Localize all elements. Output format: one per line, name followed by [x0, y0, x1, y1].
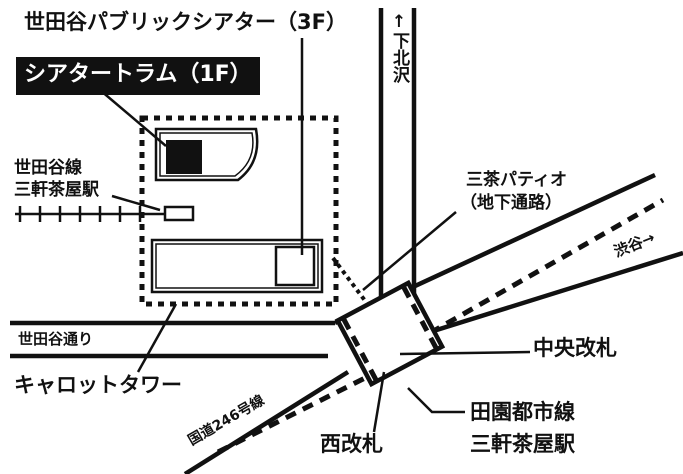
sangenjaya-station-box — [334, 279, 446, 388]
carrot-tower-site — [139, 115, 339, 307]
tram-label-box — [16, 57, 260, 95]
central-gate-label: 中央改札 — [533, 336, 617, 360]
tram-label: シアタートラム（1F） — [24, 62, 252, 87]
carrot-tower-label: キャロットタワー — [14, 373, 182, 397]
setagaya-dori-label: 世田谷通り — [18, 330, 94, 348]
shimokitazawa-road — [378, 8, 417, 318]
theater-tram-marker — [166, 140, 202, 174]
leader-lines — [99, 38, 531, 433]
patio-label-1: 三茶パティオ — [466, 170, 567, 190]
theater-3f-marker — [274, 245, 316, 287]
setagaya-line-track — [15, 206, 165, 222]
tram-station-platform — [163, 205, 195, 222]
west-gate-label: 西改札 — [320, 432, 383, 456]
sangenjaya-tram-station-label: 三軒茶屋駅 — [14, 180, 99, 200]
patio-passage — [331, 256, 374, 312]
sangenjaya-station-label: 三軒茶屋駅 — [470, 432, 575, 456]
setagaya-dori-road — [10, 320, 335, 359]
patio-label-2: （地下通路） — [460, 193, 562, 213]
shimokitazawa-label: ↑下北沢 — [389, 12, 409, 83]
setagaya-line-label: 世田谷線 — [14, 158, 82, 178]
denentoshi-line-label: 田園都市線 — [470, 400, 575, 424]
theater-label: 世田谷パブリックシアター（3F） — [24, 10, 347, 34]
